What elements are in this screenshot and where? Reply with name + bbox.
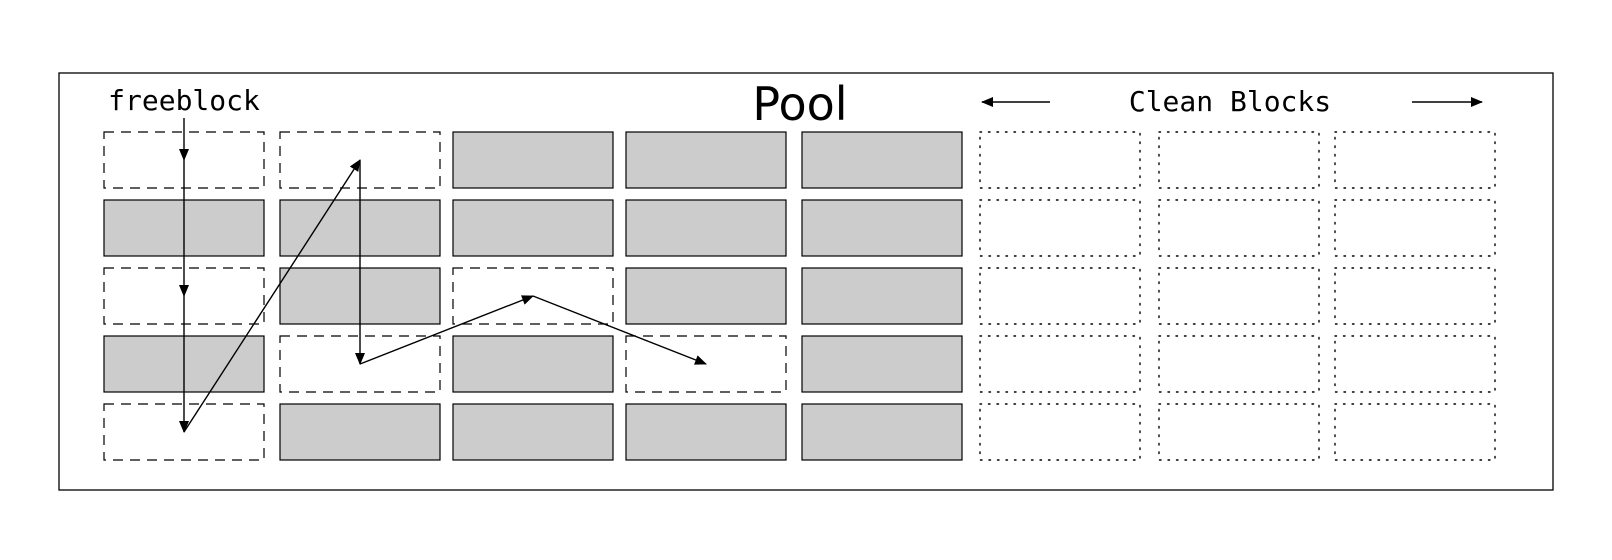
used-block — [452, 403, 614, 461]
clean-block — [1334, 199, 1496, 257]
clean-block — [1158, 335, 1320, 393]
clean-block — [1334, 267, 1496, 325]
free-block — [625, 335, 787, 393]
clean-block — [1334, 403, 1496, 461]
used-block — [801, 403, 963, 461]
used-block — [801, 131, 963, 189]
clean-block — [1334, 131, 1496, 189]
freeblock-label: freeblock — [108, 84, 260, 117]
freelist-next-arrow — [359, 295, 534, 365]
clean-block — [979, 131, 1141, 189]
used-block — [801, 199, 963, 257]
used-block — [279, 403, 441, 461]
used-block — [625, 199, 787, 257]
used-block — [625, 267, 787, 325]
clean-block — [979, 267, 1141, 325]
used-block — [452, 199, 614, 257]
used-block — [625, 131, 787, 189]
used-block — [452, 131, 614, 189]
freelist-next-arrow — [532, 295, 707, 365]
clean-block — [979, 199, 1141, 257]
free-block — [279, 335, 441, 393]
clean-block — [979, 335, 1141, 393]
used-block — [452, 335, 614, 393]
used-block — [625, 403, 787, 461]
used-block — [801, 267, 963, 325]
freelist-arrows — [179, 118, 707, 433]
pool-title: Pool — [752, 77, 847, 131]
clean-blocks-label: Clean Blocks — [1129, 85, 1331, 118]
clean-block — [1158, 267, 1320, 325]
free-block — [103, 403, 265, 461]
freelist-next-arrow — [183, 159, 361, 433]
clean-block — [1158, 131, 1320, 189]
clean-block — [1158, 199, 1320, 257]
clean-block — [979, 403, 1141, 461]
clean-block — [1158, 403, 1320, 461]
used-block — [801, 335, 963, 393]
free-block — [452, 267, 614, 325]
clean-block — [1334, 335, 1496, 393]
